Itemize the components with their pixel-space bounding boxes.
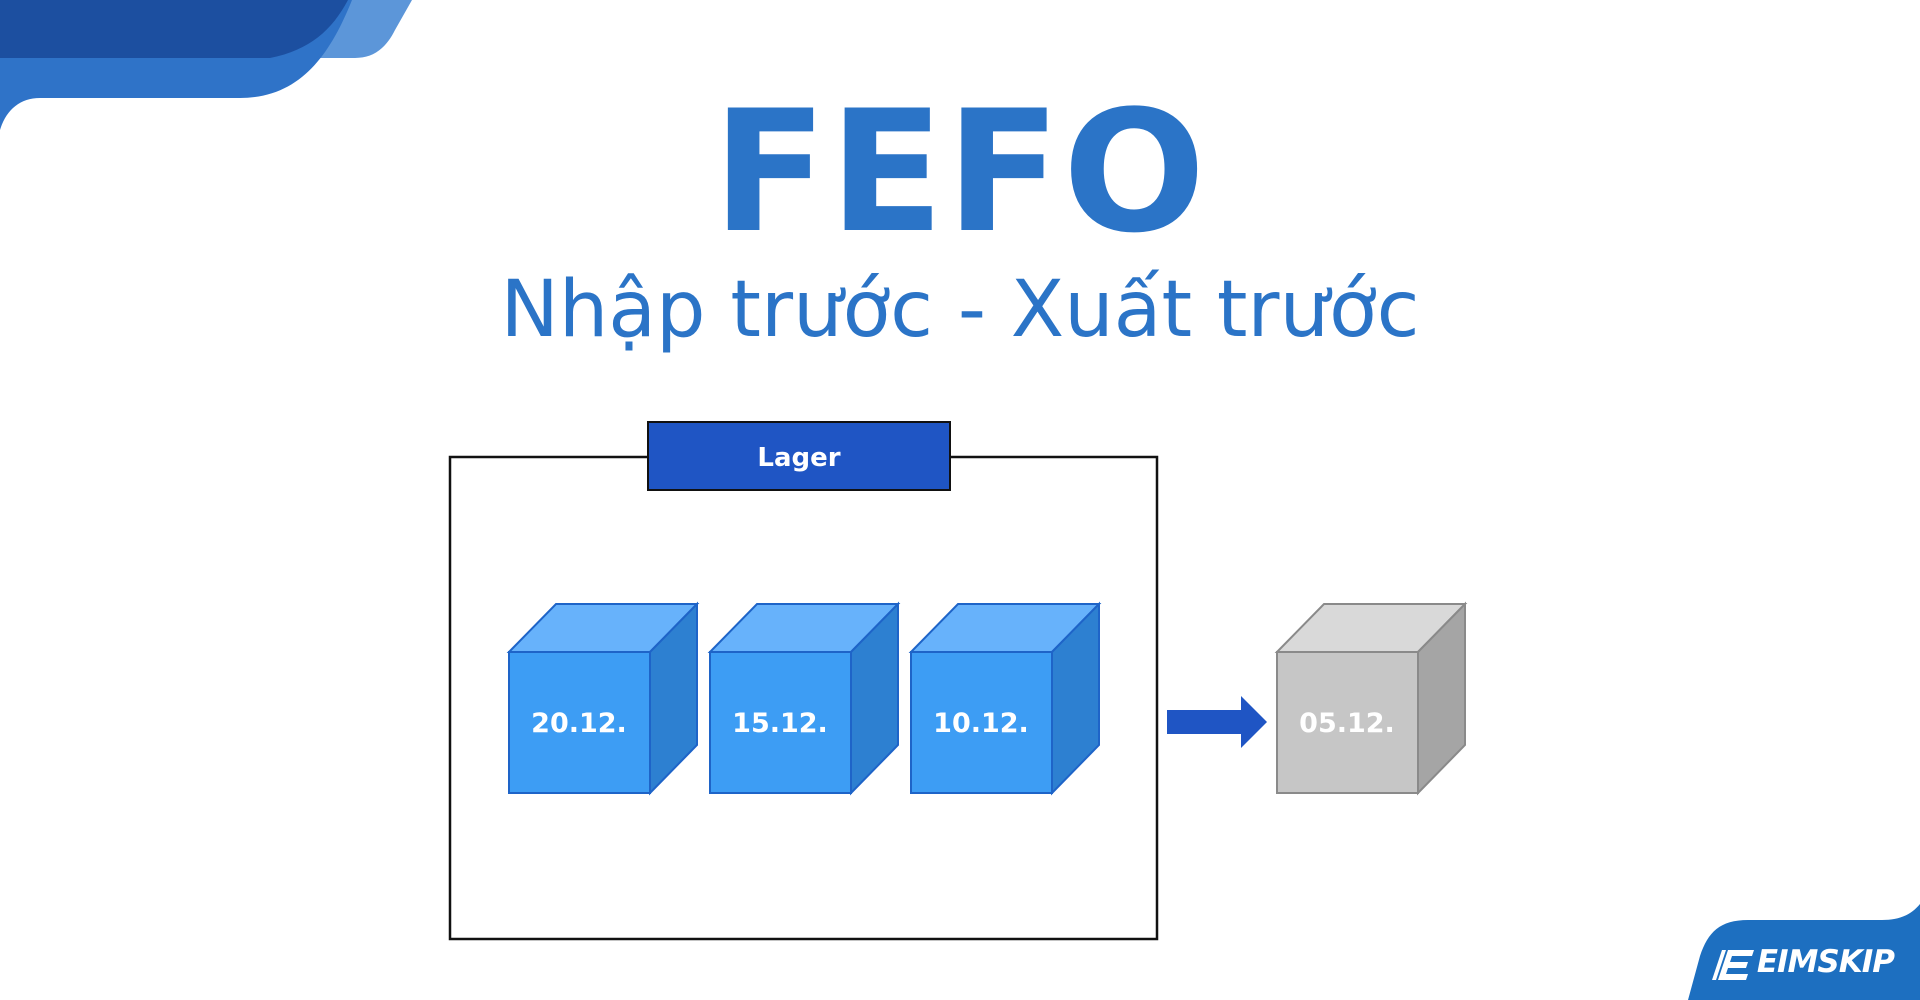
arrow-right-icon bbox=[1167, 696, 1267, 748]
brand-logo: EIMSKIP bbox=[1670, 904, 1920, 1000]
shipped-box: 05.12. bbox=[1274, 601, 1468, 796]
brand-name: EIMSKIP bbox=[1756, 944, 1895, 980]
brand-background bbox=[1688, 904, 1920, 1000]
box-date-label: 20.12. bbox=[531, 708, 627, 739]
warehouse-label-box bbox=[647, 421, 951, 491]
stored-box-3: 10.12. bbox=[908, 601, 1102, 796]
box-front-face bbox=[1276, 651, 1419, 794]
page-title: FEFO bbox=[712, 74, 1208, 270]
box-front-face bbox=[709, 651, 852, 794]
page-subtitle: Nhập trước - Xuất trước bbox=[500, 265, 1420, 355]
stored-box-2: 15.12. bbox=[707, 601, 901, 796]
box-date-label: 15.12. bbox=[732, 708, 828, 739]
box-front-face bbox=[508, 651, 651, 794]
box-date-label: 05.12. bbox=[1299, 708, 1395, 739]
box-date-label: 10.12. bbox=[933, 708, 1029, 739]
corner-decoration bbox=[0, 0, 412, 130]
eimskip-logo-icon bbox=[1712, 950, 1754, 980]
box-front-face bbox=[910, 651, 1053, 794]
corner-dark-shape bbox=[0, 0, 348, 58]
warehouse-label: Lager bbox=[757, 443, 840, 473]
stored-box-1: 20.12. bbox=[506, 601, 700, 796]
